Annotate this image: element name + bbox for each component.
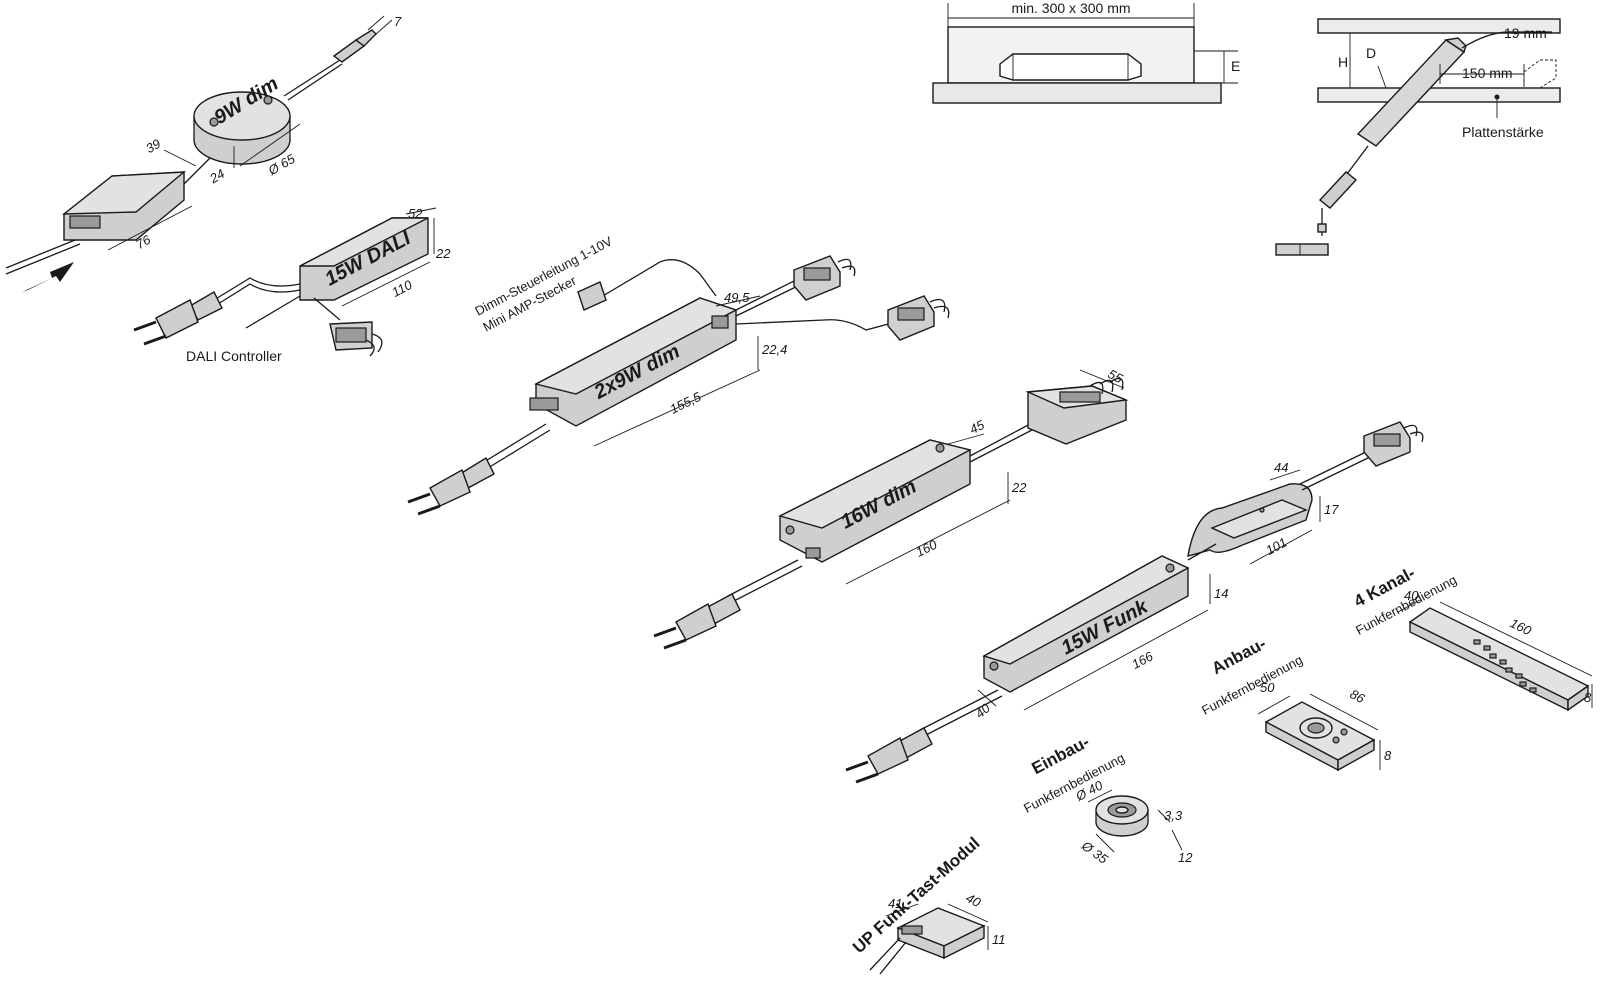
surface-remote-dim-8-label: 8 <box>1384 748 1392 763</box>
flush-remote-dim-33-label: 3,3 <box>1164 808 1183 823</box>
driver-15w-funk <box>845 421 1424 784</box>
driver-9w-dim <box>5 15 393 292</box>
surface-remote-dim-86-label: 86 <box>1347 686 1367 706</box>
2x9w-dim-22-label: 22,4 <box>761 342 787 357</box>
plate-thickness-label: Plattenstärke <box>1462 124 1544 140</box>
dimension-150mm-label: 150 mm <box>1462 65 1513 81</box>
driver-2x9w-dim <box>407 255 950 516</box>
funk-dim-17-label: 17 <box>1324 502 1339 517</box>
dimension-d-label: D <box>1366 45 1376 61</box>
4-channel-dim-8-label: 8 <box>1584 690 1592 705</box>
2x9w-dim-155-label: 155,5 <box>668 389 705 417</box>
16w-dim-45-label: 45 <box>967 417 987 437</box>
install-box-detail <box>932 3 1238 104</box>
driver-16w-dim <box>653 369 1129 650</box>
flush-remote-dim-12-label: 12 <box>1178 850 1193 865</box>
up-module-dim-41-label: 41 <box>888 896 902 911</box>
funk-dim-14-label: 14 <box>1214 586 1228 601</box>
dimension-19mm-label: 19 mm <box>1504 25 1547 41</box>
dali-dim-22-label: 22 <box>435 246 451 261</box>
2x9w-dim-49-label: 49,5 <box>724 290 750 305</box>
flush-remote-dim-35-label: Ø 35 <box>1078 837 1111 867</box>
dali-dim-52-label: 52 <box>408 206 423 221</box>
dali-controller-label: DALI Controller <box>186 348 282 364</box>
4-channel-dim-40-label: 40 <box>1404 588 1419 603</box>
up-module-dim-11-label: 11 <box>992 932 1006 947</box>
driver-15w-dali <box>133 207 437 357</box>
surface-remote-dim-50-label: 50 <box>1260 680 1275 695</box>
funk-dim-40-label: 40 <box>972 700 993 721</box>
4-channel-dim-160-label: 160 <box>1508 615 1535 638</box>
remote-4-channel <box>1397 599 1593 712</box>
funk-dim-166-label: 166 <box>1129 648 1156 672</box>
9w-dim-7-label: 7 <box>394 14 402 29</box>
remote-flush-mount <box>1087 789 1183 853</box>
min-size-label: min. 300 x 300 mm <box>1011 0 1130 16</box>
dimension-h-label: H <box>1338 54 1348 70</box>
16w-dim-160-label: 160 <box>913 536 940 559</box>
up-module-dim-40-label: 40 <box>963 890 983 910</box>
9w-dim-39-label: 39 <box>143 136 163 156</box>
remote-surface-mount <box>1257 693 1381 772</box>
funk-dim-44-label: 44 <box>1274 460 1288 475</box>
up-radio-push-module <box>869 903 989 975</box>
9w-dim-24-label: 24 <box>206 166 227 187</box>
16w-dim-22-label: 22 <box>1011 480 1027 495</box>
install-section-detail <box>1275 18 1561 256</box>
dimension-e-label: E <box>1231 58 1240 74</box>
